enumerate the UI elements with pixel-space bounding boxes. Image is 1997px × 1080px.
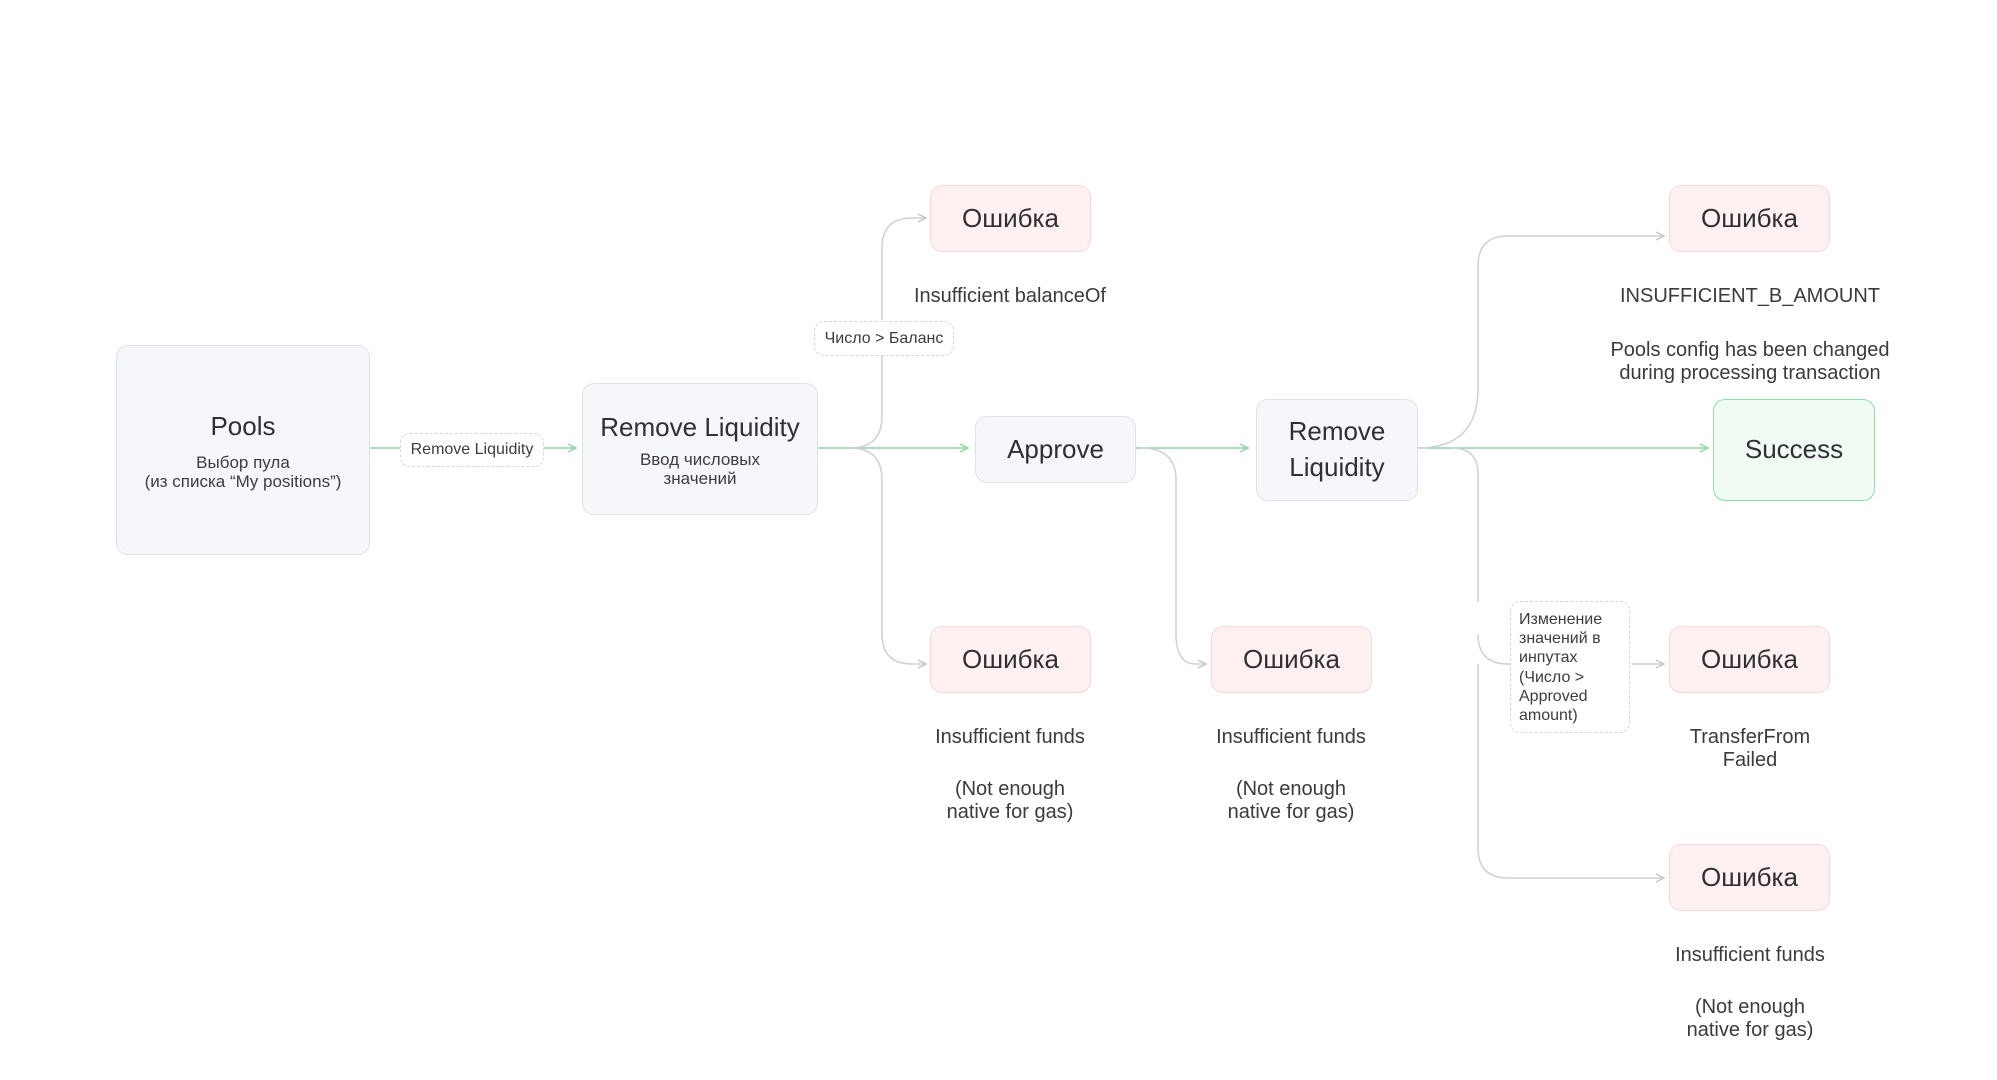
error-transfer-caption: TransferFrom Failed xyxy=(1640,703,1860,795)
node-remove-liquidity[interactable]: Remove Liquidity xyxy=(1256,399,1418,501)
condition-inputs-changed-text: Изменение значений в инпутах (Число > Ap… xyxy=(1519,611,1603,724)
node-remove-liquidity-title: Remove Liquidity xyxy=(1288,416,1386,482)
node-remove-liquidity-input-title: Remove Liquidity xyxy=(600,412,800,443)
branch-to-error-transfer-stub xyxy=(1477,633,1510,665)
condition-number-gt-balance-text: Число > Баланс xyxy=(824,329,944,347)
condition-inputs-changed: Изменение значений в инпутах (Число > Ap… xyxy=(1510,601,1630,733)
error-funds-2[interactable]: Ошибка xyxy=(1211,626,1372,693)
error-b-amount-title: Ошибка xyxy=(1701,202,1798,233)
branch-to-error-funds-3 xyxy=(1477,664,1664,878)
error-funds-1-detail: (Not enough native for gas) xyxy=(946,778,1074,823)
node-remove-liquidity-input[interactable]: Remove Liquidity Ввод числовых значений xyxy=(582,383,818,515)
error-b-amount-caption: INSUFFICIENT_B_AMOUNT Pools config has b… xyxy=(1590,262,1910,408)
condition-remove-liquidity-text: Remove Liquidity xyxy=(410,441,534,458)
error-funds-2-detail: (Not enough native for gas) xyxy=(1227,778,1355,823)
error-funds-3-caption: Insufficient funds (Not enough native fo… xyxy=(1640,921,1860,1065)
condition-remove-liquidity: Remove Liquidity xyxy=(400,433,544,467)
error-b-amount[interactable]: Ошибка xyxy=(1669,185,1830,252)
error-balance-title: Ошибка xyxy=(962,202,1059,233)
condition-number-gt-balance: Число > Баланс xyxy=(814,321,954,356)
error-funds-1-caption-text: Insufficient funds xyxy=(935,726,1085,748)
error-transfer-title: Ошибка xyxy=(1701,643,1798,674)
branch-to-error-transfer xyxy=(1451,447,1479,602)
node-pools-title: Pools xyxy=(210,411,276,442)
error-balance-caption: Insufficient balanceOf xyxy=(880,262,1140,331)
branch-to-error-balance-top xyxy=(881,218,926,320)
branch-to-error-balance xyxy=(849,356,883,449)
error-funds-3-caption-text: Insufficient funds xyxy=(1675,944,1825,966)
node-success[interactable]: Success xyxy=(1713,399,1875,501)
error-balance-caption-text: Insufficient balanceOf xyxy=(914,285,1106,307)
error-balance[interactable]: Ошибка xyxy=(930,185,1091,252)
branch-to-error-b-amount xyxy=(1417,236,1664,449)
error-funds-2-caption-text: Insufficient funds xyxy=(1216,726,1366,748)
node-remove-liquidity-input-subtitle: Ввод числовых значений xyxy=(639,449,761,488)
branch-to-error-funds-2 xyxy=(1139,447,1206,664)
node-approve[interactable]: Approve xyxy=(975,416,1136,483)
error-transfer[interactable]: Ошибка xyxy=(1669,626,1830,693)
node-success-title: Success xyxy=(1744,434,1844,465)
error-funds-3-title: Ошибка xyxy=(1701,861,1798,892)
error-b-amount-detail: Pools config has been changed during pro… xyxy=(1610,339,1890,384)
error-funds-1[interactable]: Ошибка xyxy=(930,626,1091,693)
error-funds-3-detail: (Not enough native for gas) xyxy=(1686,996,1814,1041)
error-funds-3[interactable]: Ошибка xyxy=(1669,844,1830,911)
node-pools-subtitle: Выбор пула (из списка “My positions”) xyxy=(144,452,342,491)
error-b-amount-caption-text: INSUFFICIENT_B_AMOUNT xyxy=(1619,285,1881,307)
error-funds-1-title: Ошибка xyxy=(962,643,1059,674)
error-funds-2-caption: Insufficient funds (Not enough native fo… xyxy=(1181,703,1401,847)
error-transfer-caption-text: TransferFrom Failed xyxy=(1689,726,1811,771)
node-pools[interactable]: Pools Выбор пула (из списка “My position… xyxy=(116,345,370,555)
node-approve-title: Approve xyxy=(1007,433,1104,464)
error-funds-1-caption: Insufficient funds (Not enough native fo… xyxy=(900,703,1120,847)
error-funds-2-title: Ошибка xyxy=(1243,643,1340,674)
branch-to-error-funds-1 xyxy=(849,447,926,664)
